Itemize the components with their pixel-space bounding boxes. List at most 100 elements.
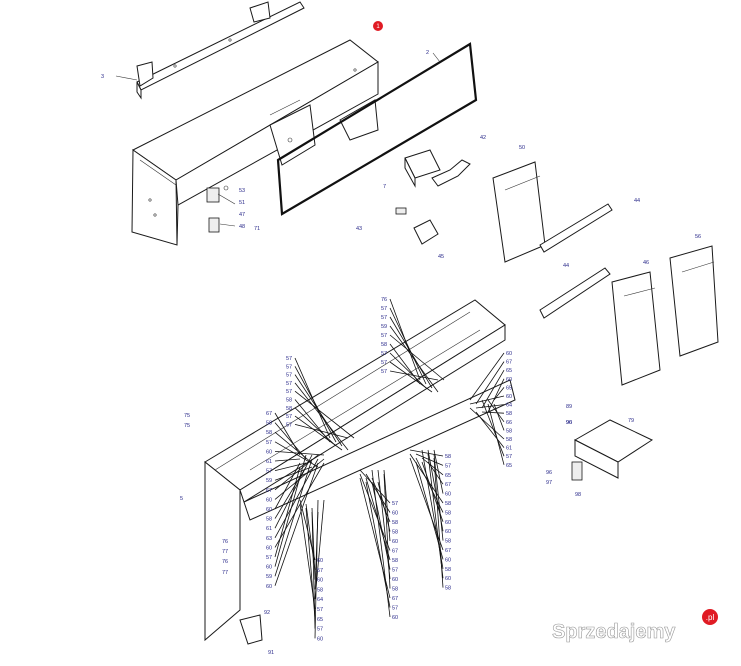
label-part-53: 53 xyxy=(239,188,245,194)
part-number-label: 58 xyxy=(266,430,272,436)
battery-block xyxy=(404,149,441,188)
part-number-label: 58 xyxy=(445,501,451,507)
part-number-label: 58 xyxy=(381,342,387,348)
part-number-label: 60 xyxy=(266,565,272,571)
leader-line xyxy=(433,453,444,541)
leader-line xyxy=(359,473,391,551)
part-number-label: 67 xyxy=(506,360,512,366)
marker-label: 1 xyxy=(376,24,380,30)
label-part-3: 3 xyxy=(101,74,104,80)
leader-line xyxy=(274,454,307,567)
part-number-label: 67 xyxy=(445,482,451,488)
part-number-label: 60 xyxy=(392,615,398,621)
label-part-56: 56 xyxy=(695,234,701,240)
label-part-46: 46 xyxy=(643,260,649,266)
label-part-89: 89 xyxy=(566,404,572,410)
part-number-label: 58 xyxy=(445,454,451,460)
leader-line xyxy=(481,369,505,409)
label-part-77a: 77 xyxy=(222,549,228,555)
leader-line xyxy=(415,457,444,513)
part-number-label: 60 xyxy=(266,449,272,455)
leader-line xyxy=(389,361,433,393)
label-part-2: 2 xyxy=(426,50,429,56)
part-number-label: 57 xyxy=(286,389,292,395)
part-number-label: 57 xyxy=(266,440,272,446)
part-number-label: 60 xyxy=(445,576,451,582)
part-number-label: 61 xyxy=(266,526,272,532)
leader-line xyxy=(274,458,301,462)
label-part-98: 98 xyxy=(575,492,581,498)
leader-line xyxy=(383,473,391,589)
part-number-label: 67 xyxy=(266,411,272,417)
part-number-label: 60 xyxy=(445,557,451,563)
leader-line xyxy=(274,462,319,586)
mounting-rail xyxy=(115,1,305,100)
part-number-label: 58 xyxy=(266,421,272,427)
part-number-label: 57 xyxy=(317,568,323,574)
part-number-label: 58 xyxy=(266,517,272,523)
part-number-label: 57 xyxy=(381,360,387,366)
leader-line xyxy=(274,454,319,491)
part-number-label: 66 xyxy=(506,420,512,426)
part-number-label: 60 xyxy=(506,394,512,400)
label-part-97: 97 xyxy=(546,480,552,486)
part-number-label: 60 xyxy=(266,545,272,551)
leader-line xyxy=(475,411,505,448)
part-number-label: 58 xyxy=(445,539,451,545)
highlight-marker: 1 xyxy=(373,21,383,31)
label-part-47: 47 xyxy=(239,212,245,218)
part-number-stacks: 5757575757585857577657575957585757576067… xyxy=(266,297,512,642)
part-number-label: 60 xyxy=(392,539,398,545)
part-number-label: 76 xyxy=(381,297,387,303)
leader-line xyxy=(493,403,505,431)
leader-line xyxy=(433,457,444,588)
part-number-label: 61 xyxy=(266,459,272,465)
part-number-label: 57 xyxy=(381,333,387,339)
leader-line xyxy=(274,462,307,471)
leader-line xyxy=(409,449,444,457)
label-part-91: 91 xyxy=(268,650,274,656)
leader-line xyxy=(389,370,439,381)
leader-line xyxy=(389,307,427,385)
part-number-label: 65 xyxy=(506,463,512,469)
part-number-label: 58 xyxy=(445,567,451,573)
part-number-label: 64 xyxy=(506,403,512,409)
part-number-label: 57 xyxy=(445,463,451,469)
leader-line xyxy=(294,390,355,439)
part-number-label: 67 xyxy=(392,596,398,602)
part-number-label: 57 xyxy=(381,369,387,375)
part-number-label: 57 xyxy=(506,454,512,460)
part-number-label: 57 xyxy=(317,607,323,613)
label-part-44a: 44 xyxy=(634,198,640,204)
part-number-label: 57 xyxy=(266,469,272,475)
part-number-label: 58 xyxy=(506,428,512,434)
part-number-label: 58 xyxy=(445,586,451,592)
label-part-75a: 75 xyxy=(184,413,190,419)
leader-line xyxy=(469,395,505,405)
part-number-label: 57 xyxy=(286,414,292,420)
leader-lines xyxy=(274,298,505,639)
part-number-label: 60 xyxy=(392,577,398,583)
leader-line xyxy=(274,412,301,456)
din-rail-lower xyxy=(539,267,611,319)
terminal-racks xyxy=(492,161,719,386)
leader-line xyxy=(274,451,325,456)
cabinet-housing xyxy=(131,39,379,246)
leader-line xyxy=(274,431,313,464)
part-number-label: 57 xyxy=(286,422,292,428)
door-gasket xyxy=(276,42,478,216)
part-number-label: 67 xyxy=(392,549,398,555)
part-number-label: 58 xyxy=(506,411,512,417)
part-number-label: 59 xyxy=(266,574,272,580)
part-number-label: 58 xyxy=(506,437,512,443)
part-number-label: 65 xyxy=(506,385,512,391)
leader-line xyxy=(487,403,505,465)
leader-line xyxy=(427,453,444,579)
part-number-label: 58 xyxy=(286,406,292,412)
label-part-43: 43 xyxy=(356,226,362,232)
part-number-label: 59 xyxy=(266,478,272,484)
part-number-label: 58 xyxy=(392,558,398,564)
din-rail-upper xyxy=(539,203,613,253)
label-part-77b: 77 xyxy=(222,570,228,576)
